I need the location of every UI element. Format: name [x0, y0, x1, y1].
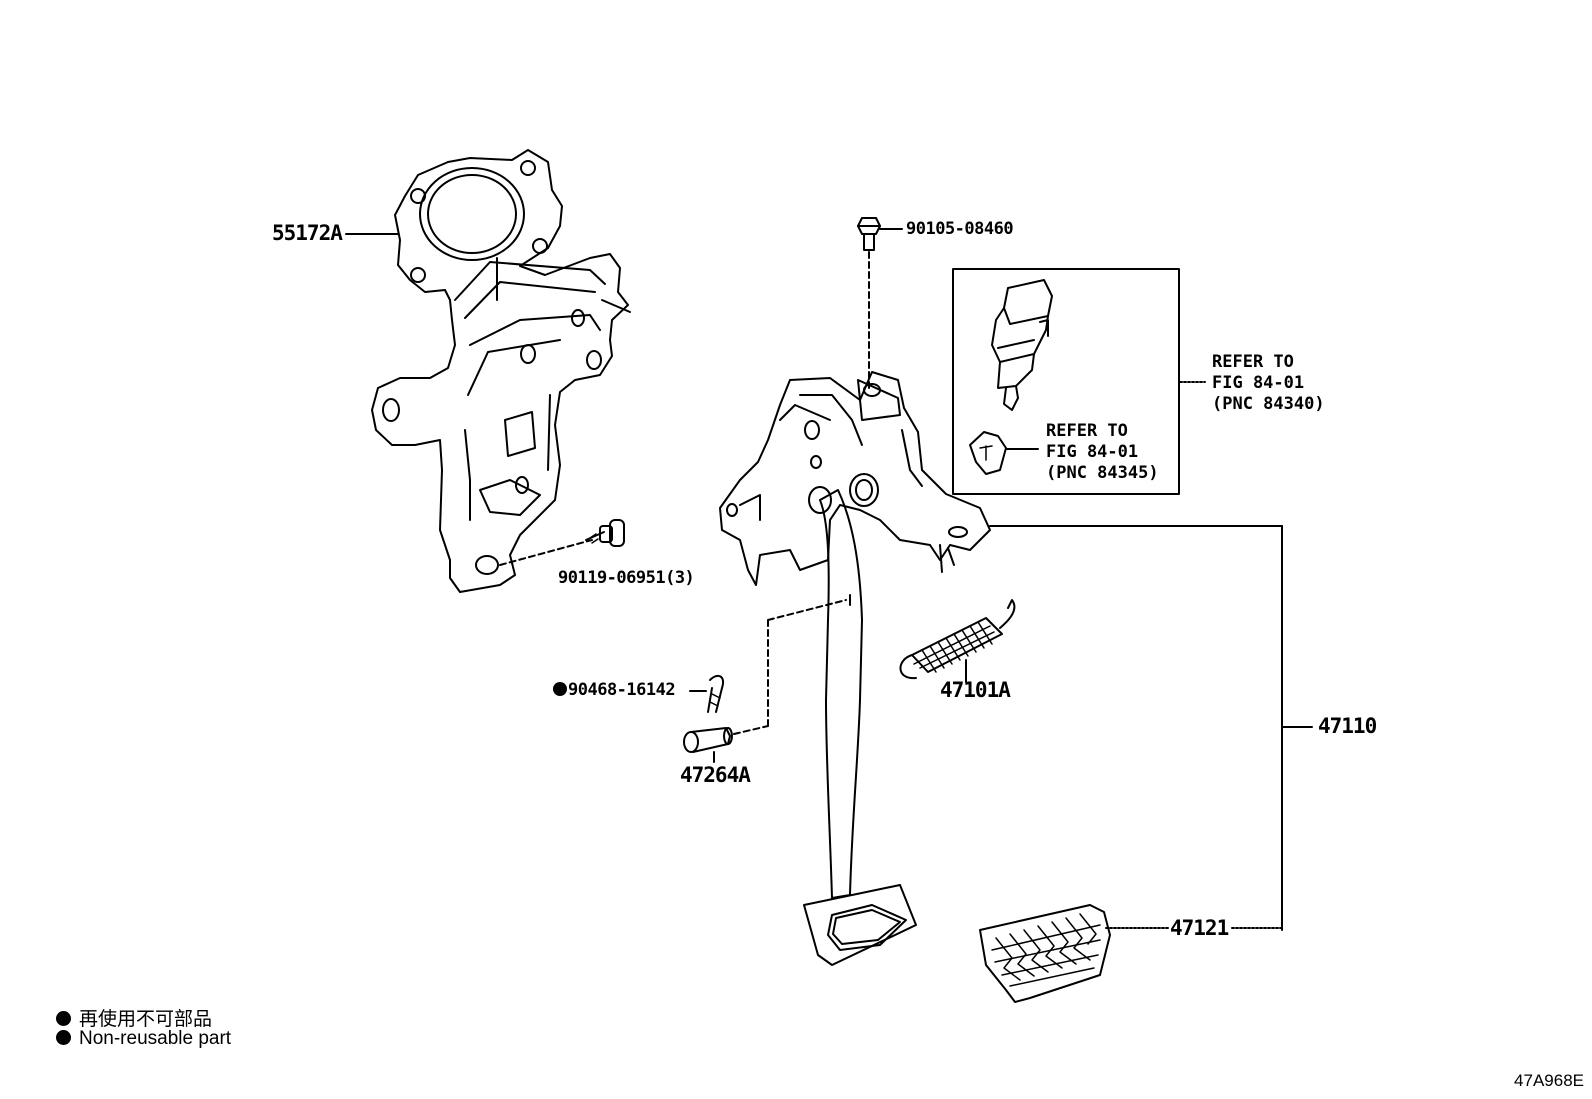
- reference-switch: REFER TO FIG 84-01 (PNC 84340): [1212, 352, 1325, 414]
- legend-japanese-text: 再使用不可部品: [79, 1009, 213, 1030]
- label-90468-16142-text: 90468-16142: [568, 680, 676, 700]
- switch-clip: [969, 431, 1007, 475]
- leader-47264A-a: [733, 725, 769, 735]
- stop-lamp-switch: [991, 279, 1053, 411]
- leader-47264A-c: [767, 599, 847, 621]
- label-90468-16142: 90468-16142: [553, 680, 676, 700]
- label-47121: 47121: [1170, 916, 1229, 940]
- return-spring: [899, 599, 1016, 680]
- bolt-90119: [585, 519, 625, 547]
- reference-clip: REFER TO FIG 84-01 (PNC 84345): [1046, 421, 1159, 483]
- legend-japanese: 再使用不可部品: [56, 1004, 212, 1031]
- legend-english-text: Non-reusable part: [79, 1028, 232, 1049]
- label-47110: 47110: [1318, 714, 1377, 738]
- pedal-pad: [979, 904, 1111, 1003]
- bolt-90105: [857, 217, 881, 251]
- legend-dot-icon: [56, 1030, 71, 1045]
- legend-dot-icon: [56, 1011, 71, 1026]
- leader-90119: [499, 539, 593, 566]
- label-47101A: 47101A: [940, 678, 1011, 702]
- non-reusable-marker: [553, 682, 567, 696]
- label-90105-08460: 90105-08460: [906, 219, 1014, 239]
- reference-box: [952, 268, 1180, 495]
- legend-english: Non-reusable part: [56, 1028, 231, 1050]
- pedal-support-bracket: [371, 149, 631, 593]
- label-47264A: 47264A: [680, 763, 751, 787]
- label-90119-06951: 90119-06951(3): [558, 568, 695, 588]
- label-55172A: 55172A: [272, 221, 343, 245]
- clevis-pin: [683, 727, 733, 753]
- figure-code: 47A968E: [1514, 1071, 1584, 1090]
- retaining-clip: [707, 674, 724, 713]
- brake-pedal-assembly: [719, 371, 991, 966]
